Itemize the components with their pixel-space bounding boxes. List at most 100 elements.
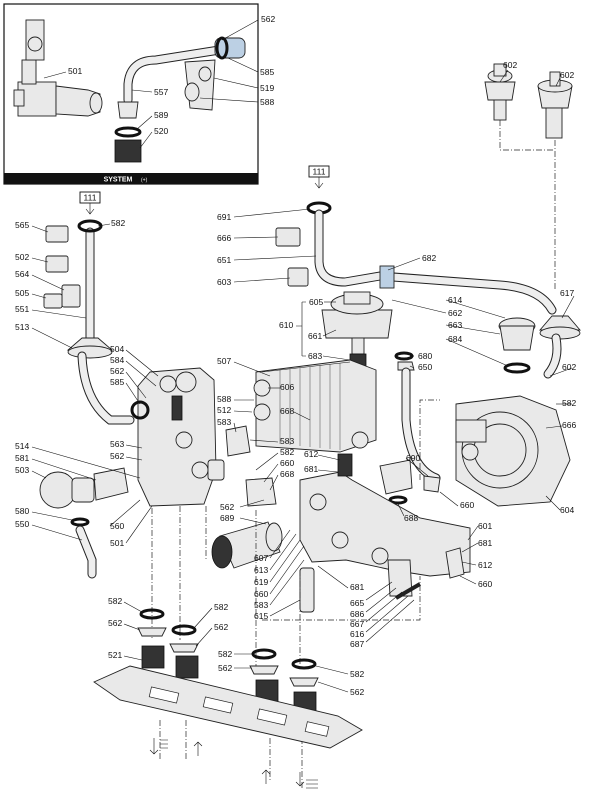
label-584: 584 [110, 355, 124, 365]
label-565: 565 [15, 220, 29, 230]
tap-665-group [387, 559, 422, 600]
label-617: 617 [560, 288, 574, 298]
label-680: 680 [418, 351, 432, 361]
label-616: 616 [350, 629, 364, 639]
sensor-602-right [537, 71, 573, 139]
inset-title: SYSTEM [104, 177, 133, 184]
fitting-612-right [445, 547, 465, 579]
label-582e: 582 [214, 602, 228, 612]
label-619: 619 [254, 577, 268, 587]
label-660d: 660 [254, 589, 268, 599]
label-513: 513 [15, 322, 29, 332]
label-660c: 660 [478, 579, 492, 589]
inset-label-588: 588 [260, 97, 274, 107]
clip-502 [45, 255, 69, 273]
label-562e: 562 [214, 622, 228, 632]
label-563: 563 [110, 439, 124, 449]
label-691: 691 [217, 212, 231, 222]
label-666b: 666 [562, 420, 576, 430]
bracket-564 [61, 284, 81, 308]
svg-text:111: 111 [313, 167, 326, 177]
label-582f: 582 [218, 649, 232, 659]
label-583a: 583 [217, 417, 231, 427]
inset-labels: 562 501 585 557 519 588 589 520 [43, 14, 275, 149]
label-562c: 562 [220, 502, 234, 512]
label-583c: 583 [254, 600, 268, 610]
label-602a: 602 [503, 60, 517, 70]
label-612a: 612 [304, 449, 318, 459]
label-602c: 602 [562, 362, 576, 372]
callout-box-center: 111 [308, 165, 330, 189]
label-614: 614 [448, 295, 462, 305]
label-502: 502 [15, 252, 29, 262]
label-507: 507 [217, 356, 231, 366]
svg-text:111: 111 [84, 193, 97, 203]
label-583b: 583 [280, 436, 294, 446]
inset-label-557: 557 [154, 87, 168, 97]
label-504: 504 [110, 344, 124, 354]
label-582g: 582 [350, 669, 364, 679]
funnel-617 [539, 315, 581, 379]
label-521: 521 [108, 650, 122, 660]
pump-604 [455, 395, 571, 507]
label-667: 667 [350, 619, 364, 629]
filter-cartridge-613 [211, 521, 283, 569]
label-562a: 562 [110, 366, 124, 376]
label-689: 689 [220, 513, 234, 523]
label-606: 606 [280, 382, 294, 392]
label-562g: 562 [350, 687, 364, 697]
label-615: 615 [254, 611, 268, 621]
label-603: 603 [217, 277, 231, 287]
label-682: 682 [422, 253, 436, 263]
label-666a: 666 [217, 233, 231, 243]
manifold-601 [299, 453, 471, 577]
nut-650 [397, 361, 415, 371]
label-582d: 582 [108, 596, 122, 606]
inset-label-562: 562 [261, 14, 275, 24]
clip-666-top [275, 227, 301, 247]
valve-614 [498, 317, 536, 374]
label-582a: 582 [111, 218, 125, 228]
inset-label-519: 519 [260, 83, 274, 93]
oring-580 [70, 517, 90, 527]
label-661: 661 [308, 331, 322, 341]
label-605: 605 [309, 297, 323, 307]
label-686: 686 [350, 609, 364, 619]
part-505 [43, 293, 63, 309]
guide-line-sensors [499, 120, 556, 290]
inset-label-520: 520 [154, 126, 168, 136]
label-602b: 602 [560, 70, 574, 80]
label-688: 688 [404, 513, 418, 523]
label-650: 650 [418, 362, 432, 372]
label-665: 665 [350, 598, 364, 608]
label-612b: 612 [478, 560, 492, 570]
label-588: 588 [217, 394, 231, 404]
label-690: 690 [406, 453, 420, 463]
label-613: 613 [254, 565, 268, 575]
label-582c: 582 [280, 447, 294, 457]
label-503: 503 [15, 465, 29, 475]
part-labels: 602 602 691 666 651 682 603 565 582 502 … [15, 60, 576, 697]
label-512: 512 [217, 405, 231, 415]
label-663: 663 [448, 320, 462, 330]
label-681c: 681 [350, 582, 364, 592]
label-564: 564 [15, 269, 29, 279]
guide-lines [151, 399, 440, 790]
flow-arrow-icons [149, 738, 318, 789]
oring-680 [394, 351, 414, 361]
label-662: 662 [448, 308, 462, 318]
label-651: 651 [217, 255, 231, 265]
pipe-551 [66, 219, 135, 425]
mounting-plate-521 [93, 665, 363, 749]
fitting-583-group [207, 425, 277, 507]
label-581: 581 [15, 453, 29, 463]
label-681a: 681 [304, 464, 318, 474]
label-514: 514 [15, 441, 29, 451]
sensor-602-left [484, 63, 516, 121]
label-582b: 582 [562, 398, 576, 408]
system-inset: SYSTEM (+) 562 501 585 [3, 3, 275, 185]
valve-503 [39, 467, 129, 509]
label-551: 551 [15, 304, 29, 314]
inset-label-501: 501 [68, 66, 82, 76]
